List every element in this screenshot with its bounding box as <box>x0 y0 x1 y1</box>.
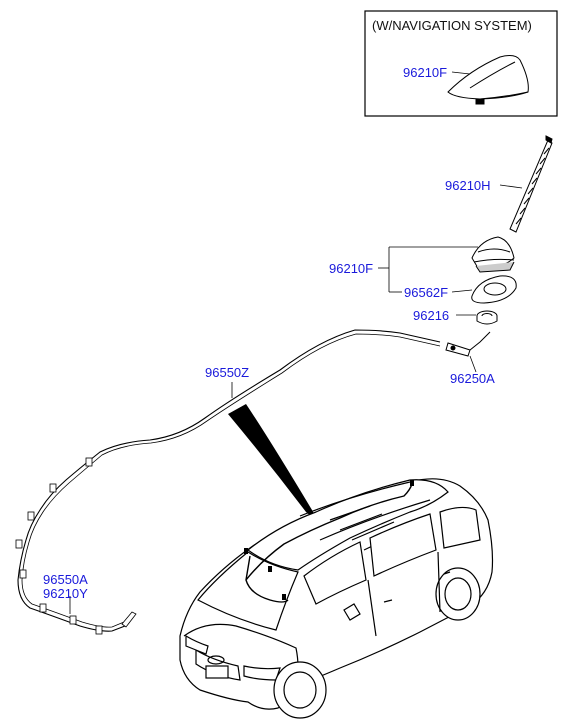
cable-clips <box>15 457 137 635</box>
vehicle-cable-clips <box>244 480 414 600</box>
inset-box <box>364 10 558 117</box>
bracket-leaders <box>378 246 478 316</box>
shark-fin-antenna[interactable] <box>447 55 529 105</box>
nut[interactable] <box>476 310 498 325</box>
part-label-antenna-base[interactable]: 96210F <box>329 261 374 276</box>
roof-cable[interactable] <box>17 329 441 632</box>
part-label-connector[interactable]: 96250A <box>450 371 495 386</box>
roof-cable-inner <box>21 333 441 628</box>
part-label-feeder-cable-a[interactable]: 96550A <box>43 572 88 587</box>
inset-title: (W/NAVIGATION SYSTEM) <box>372 18 532 33</box>
part-label-gasket[interactable]: 96562F <box>404 285 449 300</box>
part-label-shark-fin[interactable]: 96210F <box>403 65 448 80</box>
leader-shark-fin <box>451 71 471 75</box>
rod-antenna[interactable] <box>509 135 553 233</box>
pointer-arrow <box>228 404 318 522</box>
part-label-roof-cable[interactable]: 96550Z <box>205 365 250 380</box>
antenna-base[interactable] <box>471 236 515 273</box>
leader-connector <box>469 355 477 373</box>
part-label-feeder-cable-b[interactable]: 96210Y <box>43 586 88 601</box>
vehicle <box>179 478 494 719</box>
part-label-rod-antenna[interactable]: 96210H <box>445 178 491 193</box>
vehicle-cable-route[interactable] <box>245 483 413 603</box>
connector[interactable] <box>445 331 491 357</box>
part-label-nut[interactable]: 96216 <box>413 308 450 323</box>
leader-rod <box>499 184 523 189</box>
gasket[interactable] <box>471 275 517 304</box>
